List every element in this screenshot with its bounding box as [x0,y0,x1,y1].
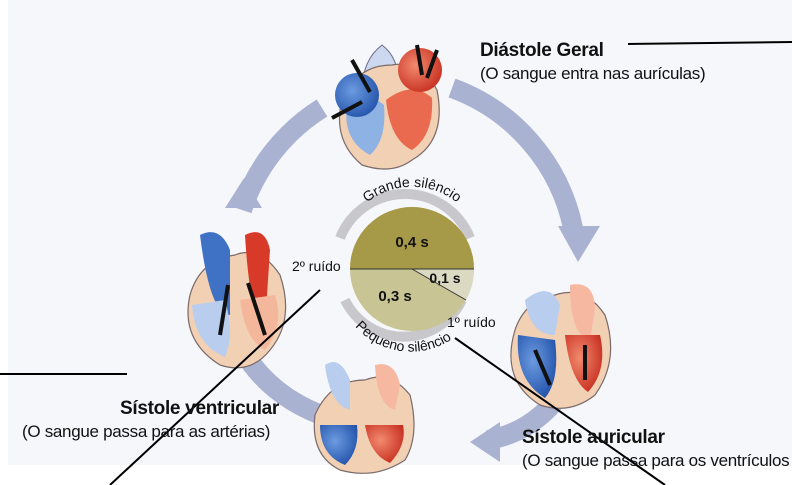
heart-atrial-systole [511,284,611,408]
timing-clock: 0,4 s 0,1 s 0,3 s Grande silêncio Pequen… [292,174,496,355]
arrowhead-bottom [470,422,500,462]
heart-ventricular-systole [188,232,286,368]
second-noise-label: 2º ruído [292,258,341,274]
sector-label-0-4s: 0,4 s [395,234,428,251]
sector-label-0-3s: 0,3 s [378,288,411,305]
arrowhead-right [558,226,600,262]
first-noise-label: 1º ruído [447,314,496,330]
ventricular-subtitle: (O sangue passa para as artérias) [22,422,270,442]
annotation-line-top [628,42,792,44]
diastole-subtitle: (O sangue entra nas aurículas) [480,64,705,84]
heart-diastole [332,45,442,169]
atrial-subtitle: (O sangue passa para os ventrículos [522,451,789,471]
diastole-title: Diástole Geral [480,40,604,62]
sector-label-0-1s: 0,1 s [429,270,460,286]
arrow-top-to-right [452,88,573,228]
heart-bottom [314,362,414,473]
atrial-title: Sístole auricular [522,427,665,449]
ventricular-title: Sístole ventricular [120,398,279,420]
